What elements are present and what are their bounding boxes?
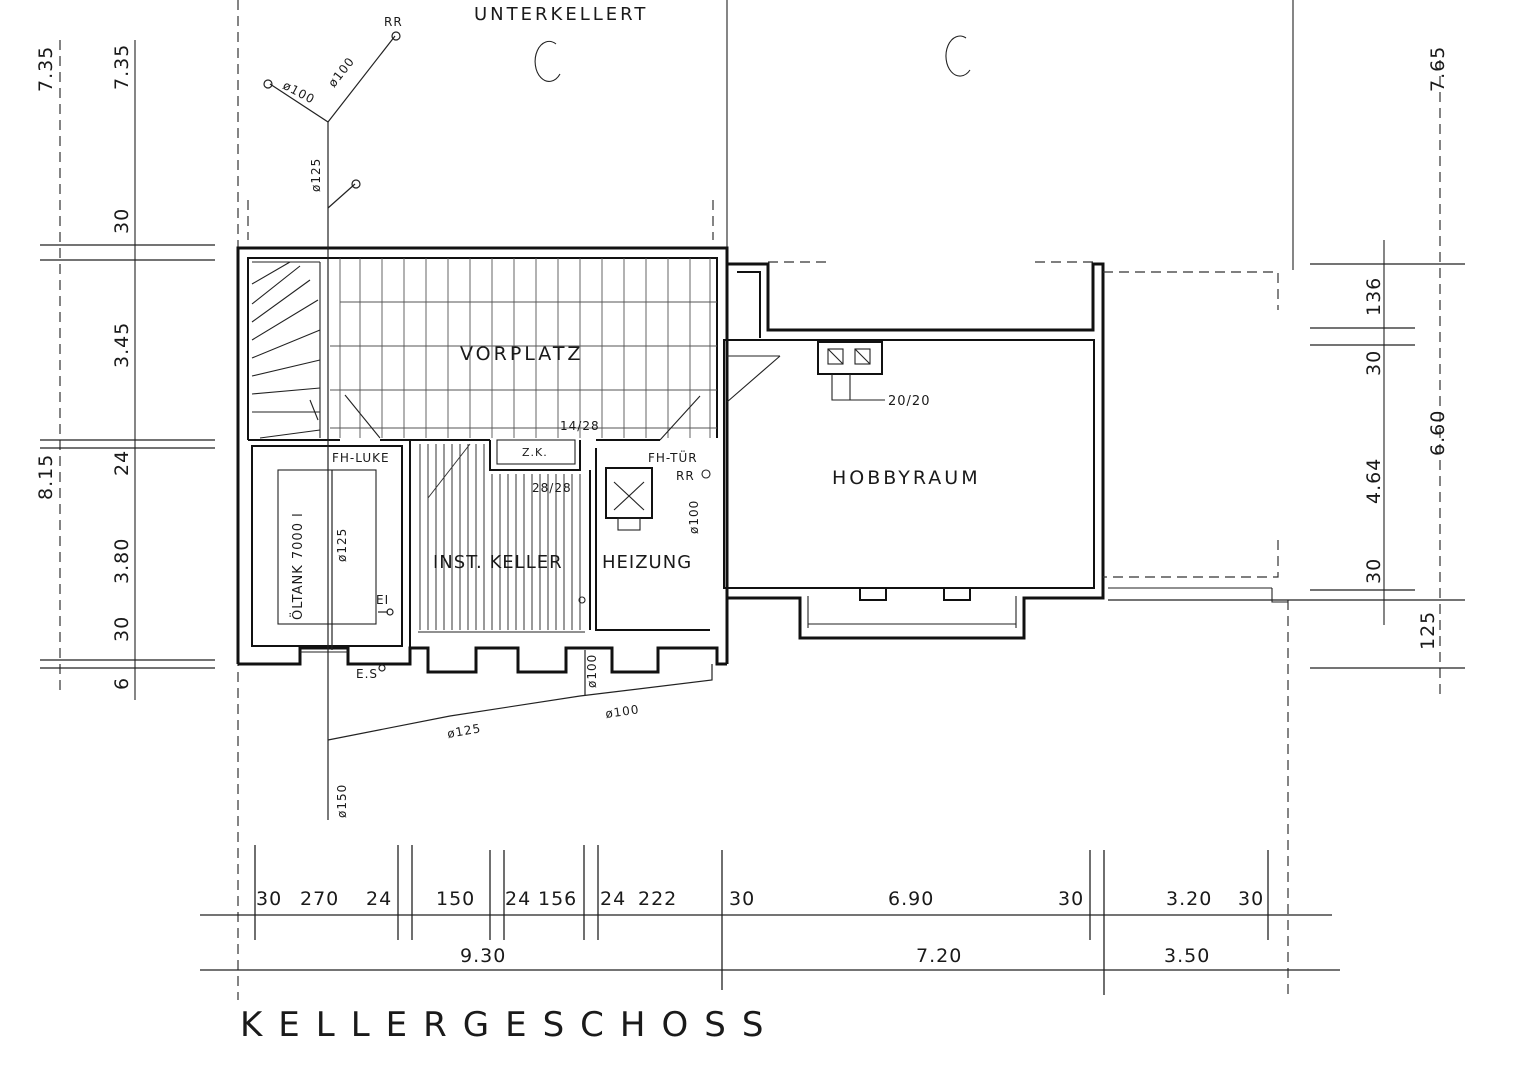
pipe-d100-b: ø100 — [325, 54, 357, 90]
walls-hobbyraum — [723, 262, 1105, 640]
dim-left-inner-6: 6 — [111, 677, 133, 690]
room-vorplatz: VORPLATZ — [460, 343, 583, 365]
dim-left-inner-1: 30 — [111, 208, 133, 234]
dim-bottom-1-4: 24 — [505, 888, 531, 910]
dim-bottom-1-2: 24 — [366, 888, 392, 910]
dim-bottom-1-10: 30 — [1058, 888, 1084, 910]
label-zk: Z.K. — [522, 446, 548, 459]
label-28-28: 28/28 — [532, 481, 572, 495]
drainage-pipes — [263, 31, 713, 820]
label-ei: EI — [376, 593, 389, 607]
dim-bottom-1-9: 6.90 — [888, 888, 934, 910]
dashed-upper — [247, 35, 971, 240]
pipe-d100-sewer: ø100 — [585, 654, 599, 688]
room-inst-keller: INST. KELLER — [433, 552, 563, 573]
dim-bottom-1-0: 30 — [256, 888, 282, 910]
pipe-d100-bottom: ø100 — [604, 702, 640, 721]
dim-right-inner-1: 30 — [1363, 350, 1385, 376]
dim-left-inner-4: 3.80 — [111, 538, 133, 584]
pipe-d150: ø150 — [335, 784, 349, 818]
pipe-d125-vertical: ø125 — [309, 158, 323, 192]
construction-lines — [59, 0, 1441, 1000]
label-rr-heizung: RR — [676, 469, 695, 483]
boiler-symbol — [578, 395, 711, 604]
pipe-d100-heizung: ø100 — [687, 500, 701, 534]
dim-left-outer-1: 7.35 — [35, 46, 57, 92]
drawing-title: KELLERGESCHOSS — [240, 1005, 779, 1045]
dim-bottom-1-3: 150 — [436, 888, 475, 910]
dim-bottom-2-1: 7.20 — [916, 945, 962, 967]
dim-bottom-1-1: 270 — [300, 888, 339, 910]
dim-left-outer-2: 8.15 — [35, 454, 57, 500]
label-es: E.S — [356, 667, 378, 681]
vorplatz-tile-grid — [330, 258, 717, 438]
dim-bottom-1-11: 3.20 — [1166, 888, 1212, 910]
dimension-lines — [40, 244, 1465, 995]
dim-right-outer-0: 7.65 — [1427, 46, 1449, 92]
dim-left-inner-2: 3.45 — [111, 322, 133, 368]
dim-right-outer-1: 6.60 — [1427, 410, 1449, 456]
pipe-d125-bottom: ø125 — [446, 721, 482, 741]
dim-bottom-2-0: 9.30 — [460, 945, 506, 967]
walls-main — [236, 246, 729, 674]
dim-bottom-1-8: 30 — [729, 888, 755, 910]
label-fh-tur: FH-TÜR — [648, 449, 698, 465]
dashed-outline-right — [768, 261, 1288, 603]
dim-bottom-1-12: 30 — [1238, 888, 1264, 910]
dim-left-inner-5: 30 — [111, 616, 133, 642]
dim-bottom-1-7: 222 — [638, 888, 677, 910]
label-fh-luke: FH-LUKE — [332, 451, 390, 465]
label-20-20: 20/20 — [888, 394, 930, 409]
dim-left-inner-3: 24 — [111, 450, 133, 476]
room-heizung: HEIZUNG — [602, 552, 692, 573]
unterkellert-label: UNTERKELLERT — [474, 4, 648, 25]
dim-left-inner-0: 7.35 — [111, 44, 133, 90]
dim-right-inner-4: 125 — [1417, 611, 1439, 650]
dim-right-inner-3: 30 — [1363, 558, 1385, 584]
dim-bottom-2-2: 3.50 — [1164, 945, 1210, 967]
room-hobbyraum: HOBBYRAUM — [832, 467, 981, 489]
room-oltank: ÖLTANK 7000 l — [289, 512, 306, 620]
dim-bottom-1-6: 24 — [600, 888, 626, 910]
inst-keller-hatching — [419, 443, 581, 630]
dim-right-inner-2: 4.64 — [1363, 458, 1385, 504]
label-rr-top: RR — [384, 15, 403, 29]
pipe-d125-tank: ø125 — [335, 528, 349, 562]
label-14-28: 14/28 — [560, 419, 600, 433]
dim-right-inner-0: 136 — [1363, 277, 1385, 316]
staircase — [251, 261, 381, 439]
dim-bottom-1-5: 156 — [538, 888, 577, 910]
